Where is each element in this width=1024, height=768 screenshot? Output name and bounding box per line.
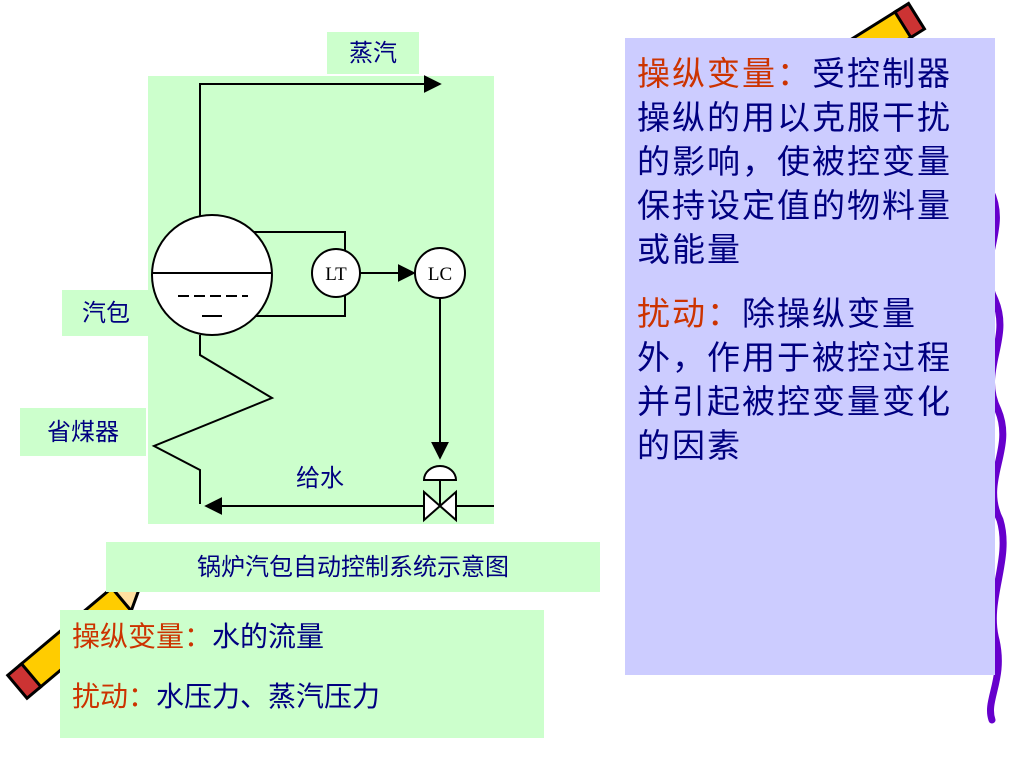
diagram-caption: 锅炉汽包自动控制系统示意图 <box>106 542 600 592</box>
lt-upper-tap <box>250 231 346 254</box>
economizer-coil <box>151 335 275 504</box>
example-manipulated-term: 操纵变量： <box>72 620 213 653</box>
example-manipulated-variable: 操纵变量：水的流量 <box>72 618 544 656</box>
steam-label: 蒸汽 <box>327 32 419 74</box>
steam-drum <box>151 214 273 336</box>
manipulated-variable-term: 操纵变量： <box>637 54 812 93</box>
diagram-caption-text: 锅炉汽包自动控制系统示意图 <box>197 553 509 581</box>
feedwater-label-text: 给水 <box>296 464 344 492</box>
disturbance-text: 除操纵变量外，作用于被控过程并引起被控变量变化的因素 <box>637 294 952 465</box>
lc-label: LC <box>428 264 452 285</box>
example-disturbance: 扰动：水压力、蒸汽压力 <box>72 678 544 716</box>
economizer-label: 省煤器 <box>20 408 146 456</box>
feedwater-label: 给水 <box>296 458 344 493</box>
example-panel: 操纵变量：水的流量 扰动：水压力、蒸汽压力 <box>60 610 544 738</box>
drum-label-text: 汽包 <box>82 299 130 327</box>
disturbance-term: 扰动： <box>637 294 742 333</box>
manipulated-variable-definition: 操纵变量：受控制器操纵的用以克服干扰的影响，使被控变量保持设定值的物料量或能量 <box>637 52 985 272</box>
manipulated-variable-text: 受控制器操纵的用以克服干扰的影响，使被控变量保持设定值的物料量或能量 <box>637 54 952 269</box>
example-manipulated-value: 水的流量 <box>212 620 325 653</box>
disturbance-definition: 扰动：除操纵变量外，作用于被控过程并引起被控变量变化的因素 <box>637 292 985 468</box>
steam-pipe <box>199 75 442 222</box>
example-disturbance-value: 水压力、蒸汽压力 <box>156 680 381 713</box>
drum-label: 汽包 <box>62 290 150 336</box>
lt-label: LT <box>325 264 347 285</box>
steam-label-text: 蒸汽 <box>349 39 397 67</box>
economizer-label-text: 省煤器 <box>47 418 119 446</box>
lt-lower-tap <box>252 292 346 317</box>
definitions-panel: 操纵变量：受控制器操纵的用以克服干扰的影响，使被控变量保持设定值的物料量或能量 … <box>625 38 995 675</box>
example-disturbance-term: 扰动： <box>72 680 157 713</box>
control-valve-icon <box>422 465 458 523</box>
